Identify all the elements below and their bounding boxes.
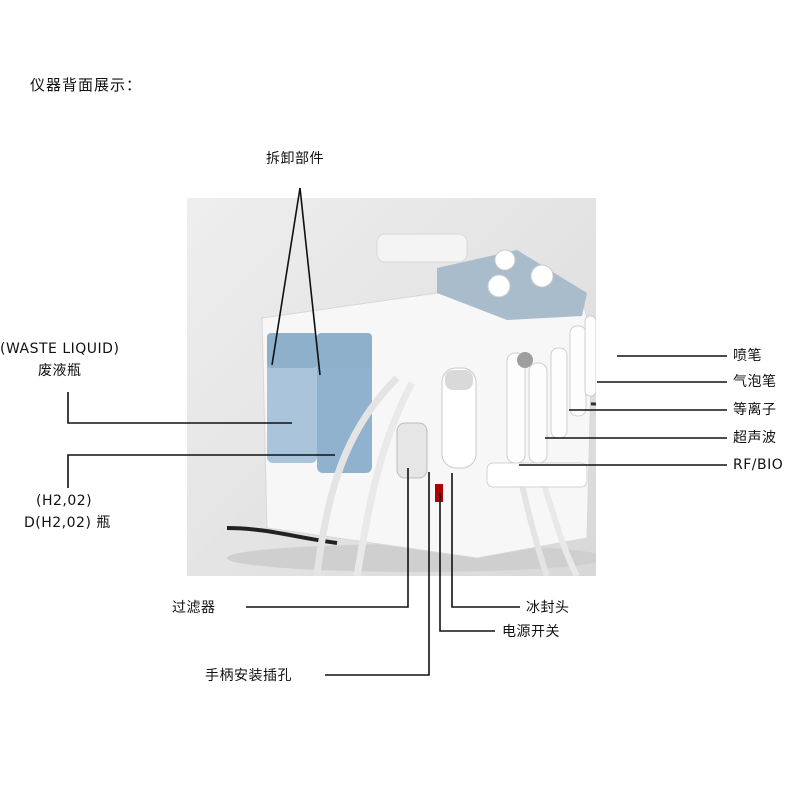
label-waste-bottle: 废液瓶 <box>38 363 82 379</box>
control-panel <box>437 250 587 320</box>
switch-red <box>435 484 443 502</box>
label-rf-bio: RF/BIO <box>733 457 784 473</box>
h2o2-bottle-cap <box>317 333 372 368</box>
device-photo <box>187 198 607 578</box>
label-ice-head: 冰封头 <box>526 600 570 616</box>
label-plasma: 等离子 <box>733 402 777 418</box>
device-illustration <box>226 233 607 578</box>
label-ultrasonic: 超声波 <box>733 430 777 446</box>
tube-2 <box>353 381 416 577</box>
label-waste-liquid-en: (WASTE LIQUID) <box>0 341 120 357</box>
knob-left <box>487 274 511 298</box>
ice-head-top <box>445 370 473 390</box>
page-heading: 仪器背面展示： <box>30 76 143 94</box>
ice-head-handle <box>441 367 477 469</box>
knob-top <box>494 249 516 271</box>
label-detach-parts: 拆卸部件 <box>266 151 324 167</box>
label-bubble-pen: 气泡笔 <box>733 374 777 390</box>
label-h2o2-en: (H2,02) <box>36 493 93 509</box>
handpiece-rf-ball <box>517 352 533 368</box>
waste-bottle-cap <box>267 333 317 368</box>
tube-1 <box>313 375 400 577</box>
label-filter: 过滤器 <box>172 600 216 616</box>
handpiece-holder <box>486 462 588 488</box>
label-spray-pen: 喷笔 <box>733 348 762 364</box>
top-handle <box>376 233 468 263</box>
knob-right <box>530 264 554 288</box>
label-power-switch: 电源开关 <box>502 624 560 640</box>
filter-unit <box>396 422 428 479</box>
label-handle-socket: 手柄安装插孔 <box>205 668 292 684</box>
label-h2o2-bottle: D(H2,02) 瓶 <box>24 515 111 531</box>
